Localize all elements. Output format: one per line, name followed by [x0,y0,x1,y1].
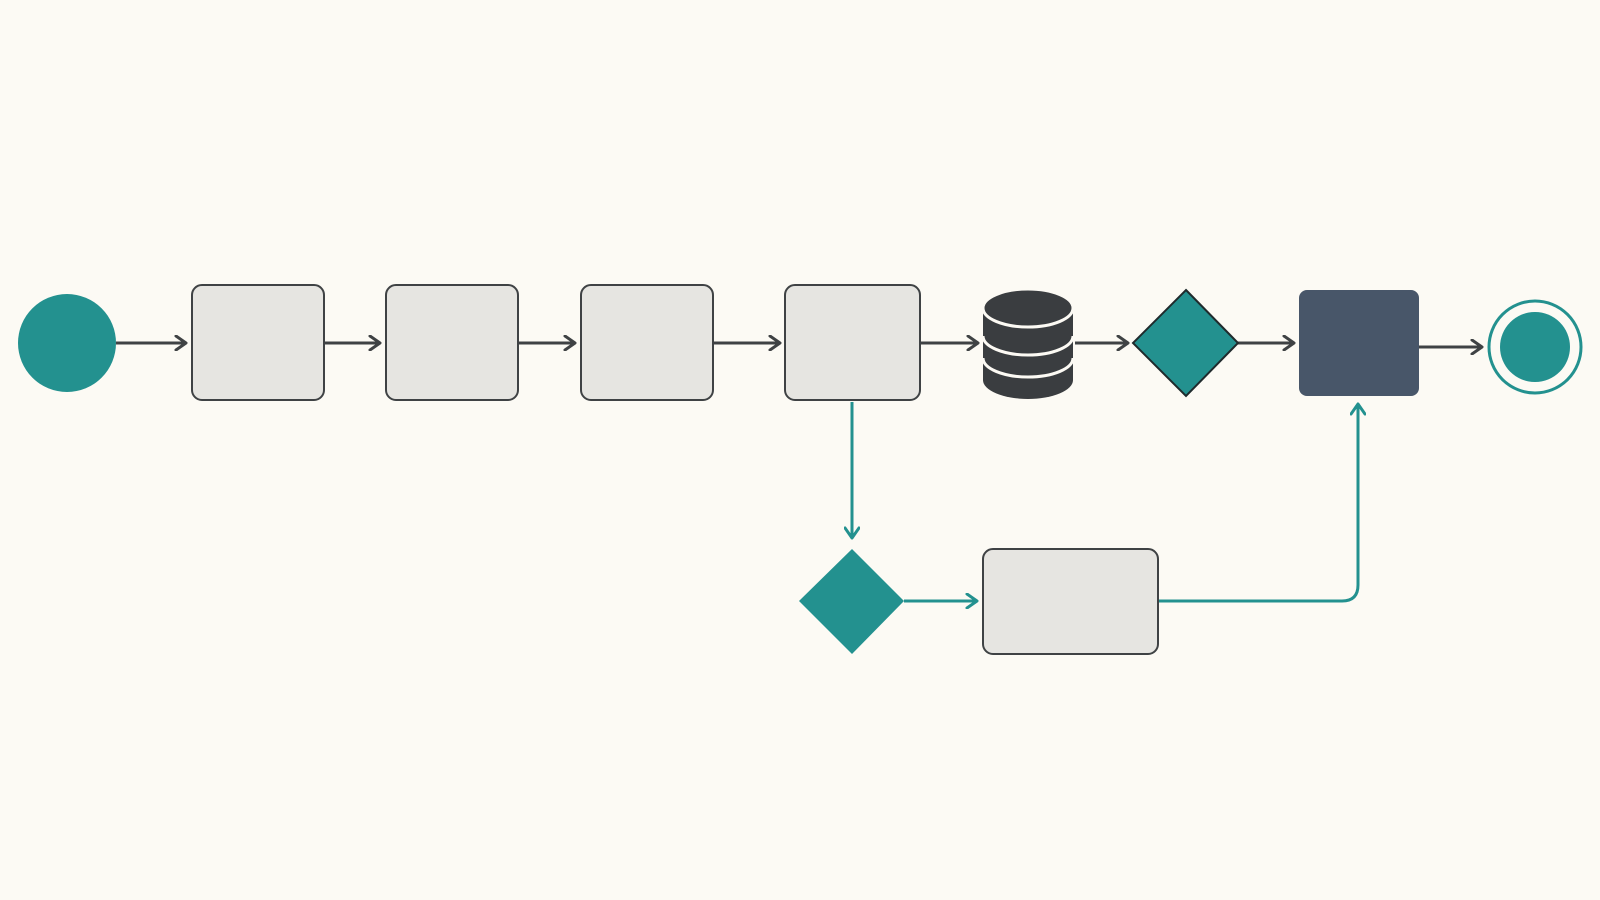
task-box-1[interactable] [191,284,325,401]
edge-task-5-to-task-highlight [1159,404,1358,603]
task-box-2[interactable] [385,284,519,401]
highlighted-task-box[interactable] [1299,290,1419,396]
task-box-3[interactable] [580,284,714,401]
branch-flow-connectors [852,402,1358,601]
database-layer-top [981,287,1075,329]
end-event[interactable] [1487,299,1583,395]
task-box-4[interactable] [784,284,921,401]
database-icon[interactable] [981,287,1075,399]
start-event-circle [18,294,116,392]
start-event[interactable] [18,294,116,392]
task-box-5[interactable] [982,548,1159,655]
main-flow-connectors [116,343,1482,347]
gateway-diamond-1[interactable] [1131,288,1240,398]
end-event-inner-circle [1500,312,1570,382]
gateway-diamond-2[interactable] [799,549,904,654]
